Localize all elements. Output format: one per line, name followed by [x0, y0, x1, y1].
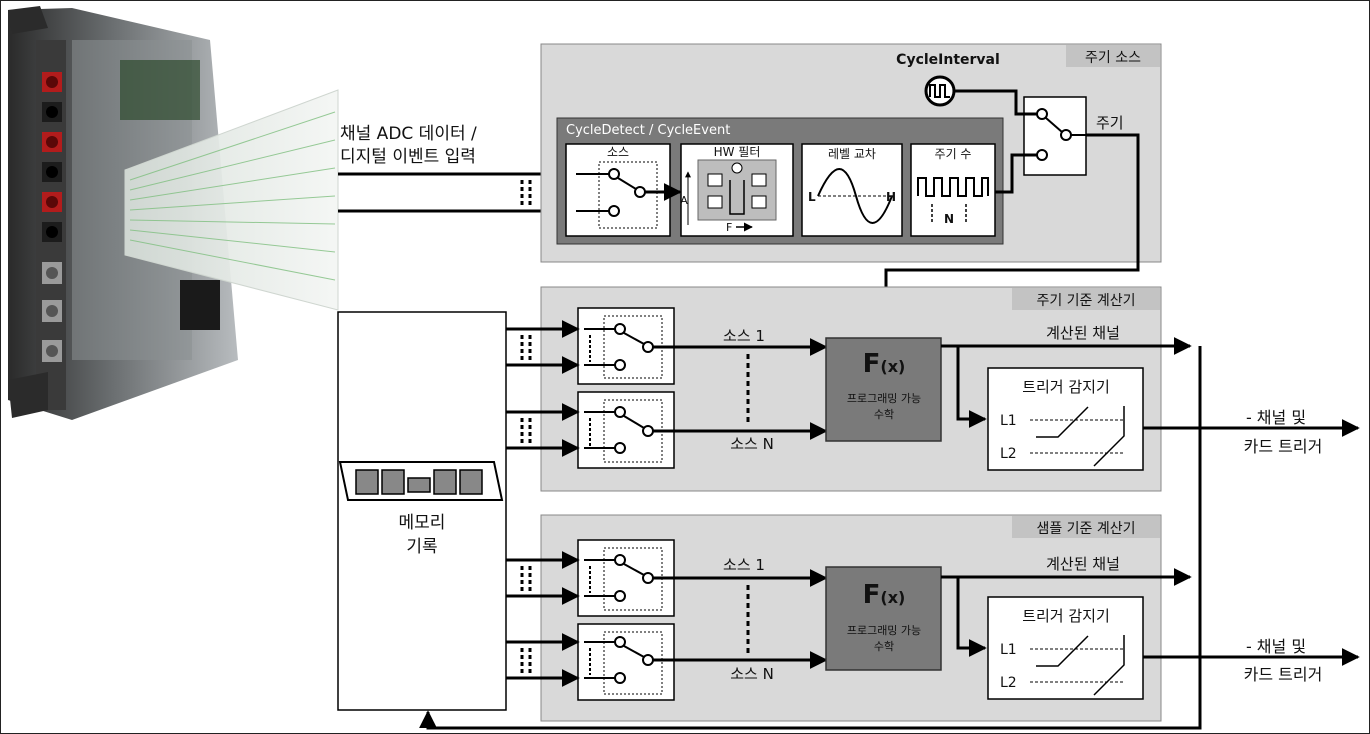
math-label: 프로그래밍 가능 — [847, 392, 921, 405]
level-crossing-label: 레벨 교차 — [828, 147, 876, 161]
source-n-label: 소스 N — [730, 665, 774, 683]
calc-source-switch — [578, 624, 674, 700]
level-l-label: L — [808, 190, 816, 204]
period-output-label: 주기 — [1096, 114, 1124, 132]
trigger-detector-block: 트리거 감지기 L1 L2 — [988, 597, 1143, 699]
math-function-block: F(x) 프로그래밍 가능 수학 — [826, 567, 941, 670]
hardware-card-image — [8, 6, 338, 420]
cycle-n-label: N — [944, 212, 954, 226]
math-function-block: F(x) 프로그래밍 가능 수학 — [826, 338, 941, 441]
math-label: 수학 — [874, 408, 894, 421]
cycle-calculator-panel: 주기 기준 계산기 소스 1 소스 N F(x) — [541, 287, 1358, 491]
trigger-output-label: 카드 트리거 — [1244, 665, 1323, 684]
calculator-title: 샘플 기준 계산기 — [1036, 521, 1135, 537]
trigger-detector-title: 트리거 감지기 — [1022, 378, 1110, 396]
cycle-interval-icon — [926, 77, 954, 105]
calculated-channel-label: 계산된 채널 — [1046, 324, 1120, 342]
hw-filter-axis-a: A — [680, 194, 688, 207]
calculator-title: 주기 기준 계산기 — [1036, 293, 1135, 309]
level-crossing-block: 레벨 교차 L H — [802, 144, 902, 236]
cycle-detect-box: CycleDetect / CycleEvent 소스 HW 필터 — [557, 118, 1037, 244]
source-n-label: 소스 N — [730, 435, 774, 453]
sample-calculator-panel: 샘플 기준 계산기 소스 1 소스 N F(x) — [541, 515, 1358, 721]
trigger-output-label: - 채널 및 — [1246, 408, 1306, 427]
period-source-title: 주기 소스 — [1085, 50, 1141, 66]
trigger-detector-block: 트리거 감지기 L1 L2 — [988, 368, 1143, 470]
cycle-count-label: 주기 수 — [935, 147, 972, 161]
memory-record-block: 메모리 기록 — [338, 312, 506, 710]
hw-filter-label: HW 필터 — [714, 145, 761, 159]
math-label: 수학 — [874, 640, 894, 653]
source-1-label: 소스 1 — [723, 327, 765, 345]
cycle-detect-title: CycleDetect / CycleEvent — [566, 123, 730, 138]
hw-filter-axis-f: F — [726, 221, 732, 234]
source-label: 소스 — [607, 145, 629, 159]
calculated-channel-label: 계산된 채널 — [1046, 555, 1120, 573]
trigger-output-label: 카드 트리거 — [1244, 437, 1323, 456]
trigger-output-label: - 채널 및 — [1246, 637, 1306, 656]
math-label: 프로그래밍 가능 — [847, 624, 921, 637]
cycle-count-block: 주기 수 N — [911, 144, 995, 236]
l2-label: L2 — [1000, 675, 1017, 691]
source-switch: 소스 — [566, 144, 680, 236]
input-label: 디지털 이벤트 입력 — [340, 147, 476, 167]
l1-label: L1 — [1000, 413, 1017, 429]
trigger-detector-title: 트리거 감지기 — [1022, 607, 1110, 625]
memory-label: 메모리 — [399, 513, 446, 533]
period-source-panel: 주기 소스 CycleInterval 주기 CycleDetect / Cyc… — [541, 44, 1161, 262]
memory-chip-icon — [340, 462, 502, 500]
memory-label: 기록 — [406, 537, 437, 557]
period-selector-switch — [1024, 97, 1086, 175]
source-1-label: 소스 1 — [723, 556, 765, 574]
input-label: 채널 ADC 데이터 / — [340, 124, 477, 144]
level-h-label: H — [886, 190, 896, 204]
l1-label: L1 — [1000, 642, 1017, 658]
l2-label: L2 — [1000, 446, 1017, 462]
hw-filter-block: HW 필터 A F — [680, 144, 793, 236]
cycle-interval-label: CycleInterval — [896, 52, 1000, 68]
